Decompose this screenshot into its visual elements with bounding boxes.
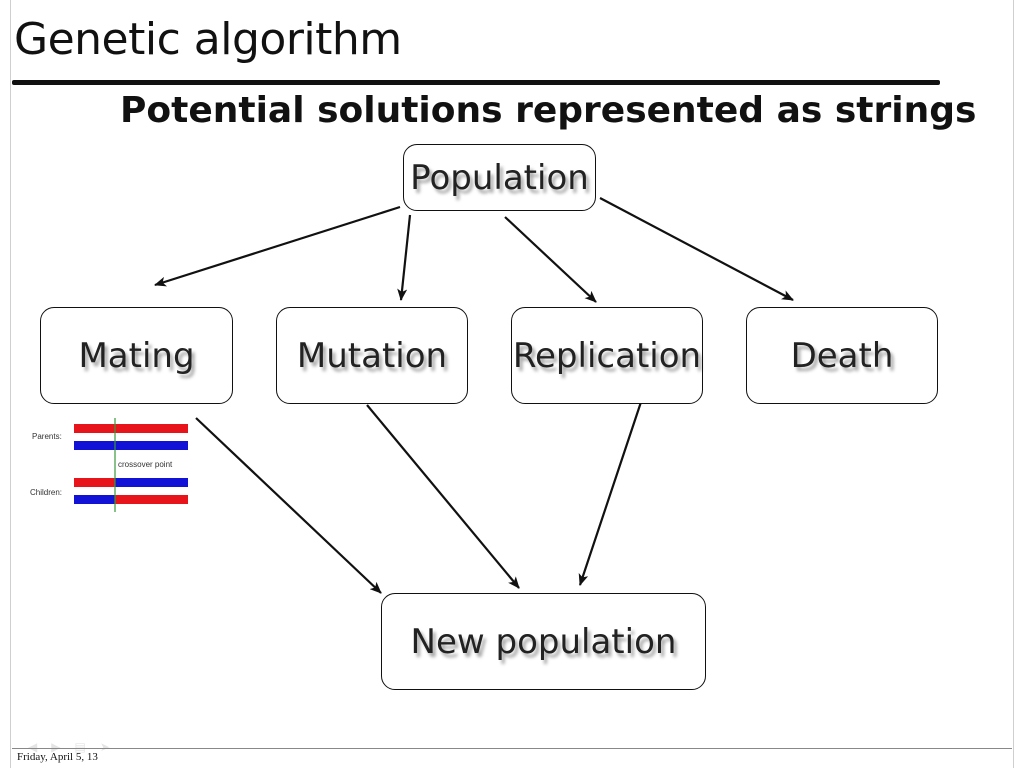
crossover-point-label: crossover point [118,460,173,469]
child-2-right-segment [115,495,188,504]
node-mutation-label: Mutation [296,335,448,376]
node-replication-label: Replication [512,335,702,376]
slide-title: Genetic algorithm [14,14,402,65]
next-icon[interactable]: ▶ [51,740,75,754]
parent-1-string [74,424,188,433]
arrow-population-to-replication [504,216,597,303]
footer-date: Friday, April 5, 13 [17,751,98,763]
slide-nav-controls[interactable]: ◀▶▤➤ [28,740,124,754]
slide-frame-right [1013,0,1024,768]
footer-divider [12,748,1012,749]
node-death-label: Death [790,335,894,376]
arrow-population-to-death [599,197,794,301]
arrow-mating-to-new-population [195,417,382,594]
node-mating-label: Mating [78,335,195,376]
child-1-left-segment [74,478,115,487]
node-replication: Replication [511,307,703,404]
menu-icon[interactable]: ▤ [74,740,100,754]
node-population: Population [403,144,596,211]
arrow-population-to-mating [154,205,401,287]
child-1-right-segment [115,478,188,487]
prev-icon[interactable]: ◀ [28,740,52,754]
node-mating: Mating [40,307,233,404]
child-2-left-segment [74,495,115,504]
arrow-replication-to-new-population [578,401,643,586]
title-underline [12,80,940,85]
crossover-illustration [74,418,188,512]
forward-icon[interactable]: ➤ [99,740,124,754]
node-new-population: New population [381,593,706,690]
node-new-population-label: New population [410,621,677,662]
slide-subtitle: Potential solutions represented as strin… [120,90,977,131]
slide-frame-left [0,0,11,768]
parent-2-string [74,441,188,450]
node-death: Death [746,307,938,404]
arrow-mutation-to-new-population [366,404,520,589]
arrow-population-to-mutation [397,214,412,301]
node-population-label: Population [410,157,589,198]
node-mutation: Mutation [276,307,468,404]
children-label: Children: [30,488,63,497]
parents-label: Parents: [32,432,62,441]
